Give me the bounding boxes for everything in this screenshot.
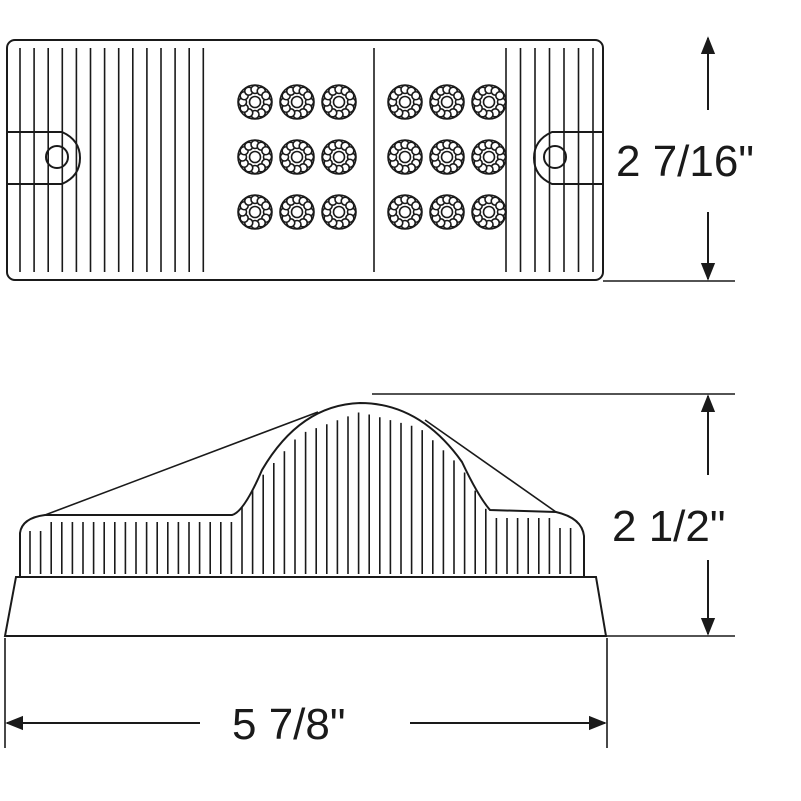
led-rosette [321, 84, 357, 120]
led-rosette [429, 139, 465, 175]
led-rosette [387, 194, 423, 230]
width-dimension: 5 7/8" [4, 638, 608, 749]
led-rosette [471, 194, 507, 230]
width-label: 5 7/8" [232, 700, 345, 749]
led-array-right [387, 84, 507, 230]
side-height-dimension: 2 1/2" [372, 393, 735, 637]
led-rosette [471, 139, 507, 175]
side-view [3, 401, 608, 637]
led-rosette [429, 84, 465, 120]
top-view-right-ribs [505, 48, 594, 272]
led-rosette [429, 194, 465, 230]
led-rosette [321, 194, 357, 230]
led-rosette [237, 84, 273, 120]
side-view-slope-left [44, 411, 319, 516]
top-view [6, 39, 604, 281]
side-view-lens-profile [19, 401, 585, 577]
led-rosette [387, 139, 423, 175]
right-mounting-hole [543, 145, 567, 169]
led-rosette [279, 139, 315, 175]
led-rosette [237, 139, 273, 175]
led-rosette [471, 84, 507, 120]
left-mounting-tab [8, 131, 82, 185]
top-height-dimension: 2 7/16" [603, 36, 754, 282]
side-view-base [3, 576, 608, 637]
right-mounting-tab [532, 131, 602, 185]
led-rosette [387, 84, 423, 120]
led-rosette [279, 84, 315, 120]
top-view-left-ribs [19, 48, 205, 272]
led-array-left [237, 84, 357, 230]
led-rosette [321, 139, 357, 175]
top-view-housing [6, 39, 604, 281]
led-rosette [237, 194, 273, 230]
top-height-label: 2 7/16" [616, 137, 754, 186]
side-height-label: 2 1/2" [612, 502, 725, 551]
side-view-slope-right [424, 419, 557, 513]
left-mounting-hole [45, 145, 69, 169]
side-view-ribs [29, 412, 572, 574]
led-rosette [279, 194, 315, 230]
